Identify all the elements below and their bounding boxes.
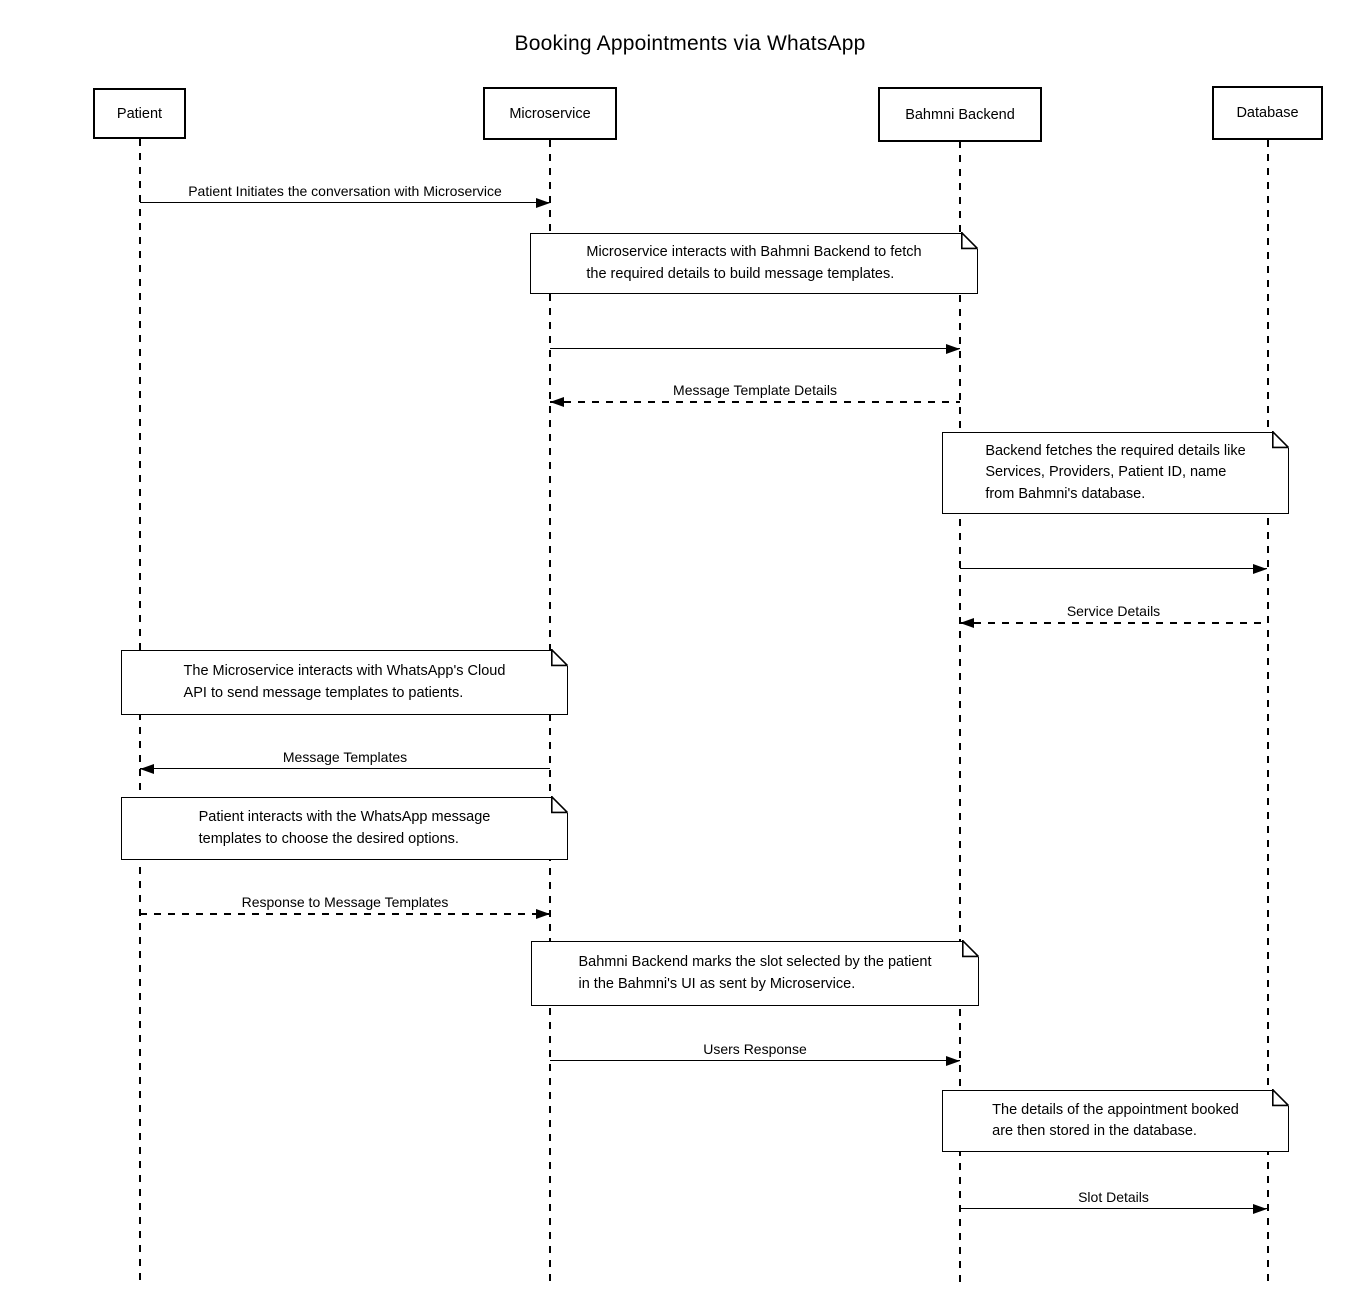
message-label: Users Response <box>703 1041 807 1057</box>
lifeline-bahmni-backend <box>959 141 961 1286</box>
message-line <box>960 1208 1267 1209</box>
arrowhead-icon <box>946 344 960 354</box>
note-text: The Microservice interacts with WhatsApp… <box>183 663 506 701</box>
message-label: Service Details <box>1066 603 1161 619</box>
message-line <box>960 622 1267 624</box>
participant-label: Bahmni Backend <box>905 106 1015 123</box>
arrowhead-icon <box>960 618 974 628</box>
participant-patient: Patient <box>93 88 186 139</box>
note-backend-fetches-details: Backend fetches the required details lik… <box>942 431 1290 514</box>
note-fetch-template-details: Microservice interacts with Bahmni Backe… <box>530 232 979 294</box>
arrowhead-icon <box>550 397 564 407</box>
message-fetch-details-request <box>960 544 1267 574</box>
message-label: Response to Message Templates <box>241 894 449 910</box>
participant-label: Database <box>1236 105 1299 121</box>
arrowhead-icon <box>536 198 550 208</box>
participant-label: Patient <box>116 105 163 122</box>
note-fold-icon <box>1271 431 1290 450</box>
arrowhead-icon <box>140 764 154 774</box>
message-template-details: Message Template Details <box>550 377 960 407</box>
arrowhead-icon <box>536 909 550 919</box>
note-marks-slot: Bahmni Backend marks the slot selected b… <box>531 940 980 1006</box>
participant-database: Database <box>1212 86 1323 140</box>
message-label: Patient Initiates the conversation with … <box>188 183 502 199</box>
note-fold-icon <box>1271 1089 1290 1108</box>
note-fold-icon <box>960 232 979 251</box>
message-line <box>140 202 550 203</box>
message-line <box>550 348 960 349</box>
arrowhead-icon <box>1253 564 1267 574</box>
note-whatsapp-cloud-api: The Microservice interacts with WhatsApp… <box>121 649 569 715</box>
note-fold-icon <box>961 940 980 959</box>
message-fetch-template-request <box>550 324 960 354</box>
message-slot-details: Slot Details <box>960 1184 1267 1214</box>
message-response-to-templates: Response to Message Templates <box>140 889 550 919</box>
message-line <box>140 768 550 769</box>
lifeline-database <box>1267 140 1269 1286</box>
arrowhead-icon <box>946 1056 960 1066</box>
message-patient-initiates: Patient Initiates the conversation with … <box>140 178 550 208</box>
note-text: Backend fetches the required details lik… <box>985 442 1246 502</box>
note-patient-interacts: Patient interacts with the WhatsApp mess… <box>121 796 569 860</box>
message-line <box>140 913 550 915</box>
message-line <box>550 1060 960 1061</box>
note-text: Bahmni Backend marks the slot selected b… <box>578 954 932 992</box>
message-line <box>960 568 1267 569</box>
message-users-response: Users Response <box>550 1036 960 1066</box>
message-line <box>550 401 960 403</box>
participant-label: Microservice <box>509 105 591 122</box>
note-text: Patient interacts with the WhatsApp mess… <box>198 809 491 847</box>
diagram-title: Booking Appointments via WhatsApp <box>514 32 866 55</box>
participant-bahmni-backend: Bahmni Backend <box>878 87 1042 142</box>
message-label: Message Template Details <box>673 382 837 398</box>
participant-microservice: Microservice <box>483 87 617 140</box>
message-service-details: Service Details <box>960 598 1267 628</box>
note-appointment-stored: The details of the appointment booked ar… <box>942 1089 1290 1152</box>
message-label: Slot Details <box>1078 1189 1149 1205</box>
note-text: The details of the appointment booked ar… <box>992 1101 1239 1140</box>
message-label: Message Templates <box>282 749 408 765</box>
message-message-templates: Message Templates <box>140 744 550 774</box>
note-text: Microservice interacts with Bahmni Backe… <box>586 244 922 282</box>
note-fold-icon <box>550 649 569 668</box>
note-fold-icon <box>550 796 569 815</box>
arrowhead-icon <box>1253 1204 1267 1214</box>
